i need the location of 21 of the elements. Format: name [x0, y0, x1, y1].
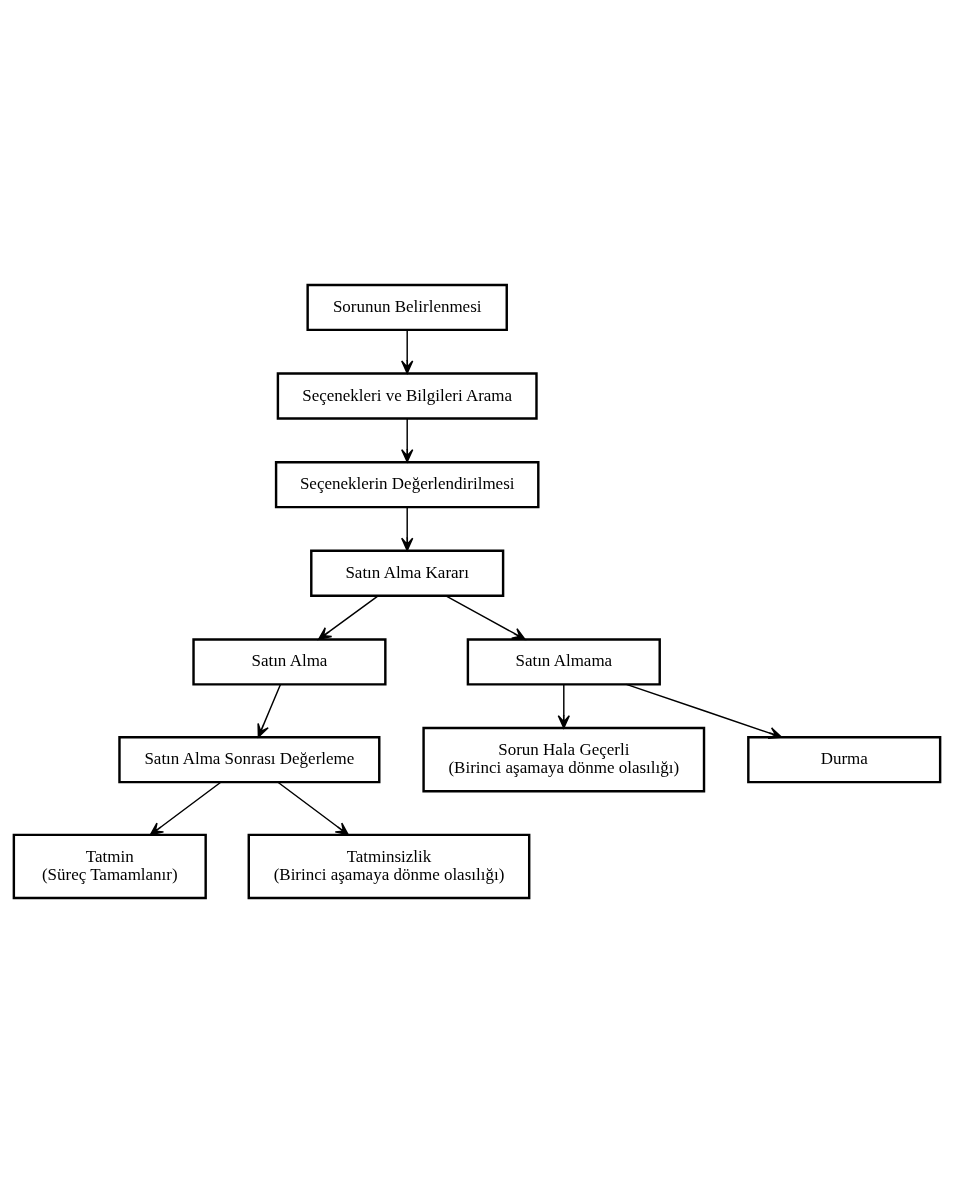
node-box: Seçeneklerin Değerlendirilmesi — [274, 460, 540, 508]
node-box: Seçenekleri ve Bilgileri Arama — [276, 371, 538, 420]
arrow — [400, 505, 413, 551]
arrow — [276, 781, 349, 836]
arrow — [317, 594, 379, 640]
arrow — [400, 328, 413, 374]
node-box: Tatmin (Süreç Tamamlanır) — [12, 833, 207, 899]
node-box: Satın Almama — [466, 637, 661, 686]
node-box: Satın Alma Sonrası Değerleme — [117, 735, 380, 783]
arrow — [256, 683, 281, 738]
node-box: Sorun Hala Geçerli (Birinci aşamaya dönme olasılığı) — [421, 726, 705, 792]
node-box: Satın Alma — [191, 637, 387, 686]
node-box: Satın Alma Kararı — [309, 549, 504, 597]
arrow — [400, 417, 413, 463]
node-box: Sorunun Belirlenmesi — [305, 283, 508, 331]
arrow — [149, 781, 221, 836]
arrow — [557, 683, 570, 729]
node-box: Tatminsizlik (Birinci aşamaya dönme olasılığı) — [247, 833, 530, 899]
arrow — [625, 683, 782, 739]
node-box: Durma — [746, 735, 941, 783]
arrow — [444, 594, 526, 640]
